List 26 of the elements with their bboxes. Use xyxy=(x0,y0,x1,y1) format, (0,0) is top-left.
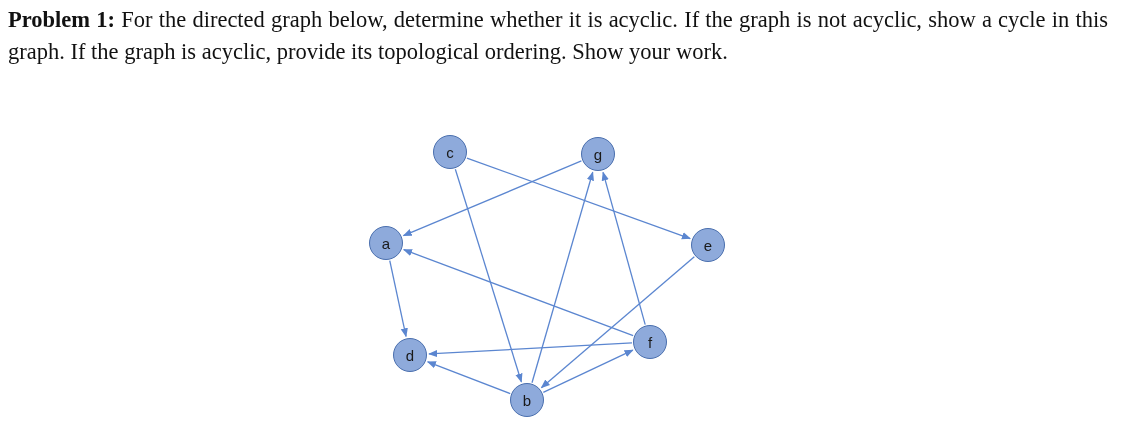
arrow xyxy=(389,259,408,338)
arrow xyxy=(402,160,583,237)
vertex-circle xyxy=(369,226,403,260)
arrow xyxy=(428,342,633,358)
vertex-label: f xyxy=(647,334,653,350)
vertex-label: g xyxy=(593,146,603,162)
arrow xyxy=(601,171,646,326)
arrow xyxy=(531,171,594,384)
arrow xyxy=(466,157,691,240)
vertex-label: b xyxy=(522,392,532,408)
vertex-label: c xyxy=(446,144,454,160)
arrow xyxy=(542,349,634,393)
arrow xyxy=(426,361,511,395)
vertex-circle xyxy=(691,228,725,262)
vertex-label: d xyxy=(405,347,415,363)
vertex-label: e xyxy=(703,237,713,253)
problem-statement: Problem 1: For the directed graph below, determine whether it is acyclic. If the graph is not acyclic, show a cycle in this graph. If the graph is acyclic, provide its topological ordering. Show your work. xyxy=(8,6,1108,66)
vertex-circle xyxy=(633,325,667,359)
vertex-circle xyxy=(510,383,544,417)
vertex-circle xyxy=(433,135,467,169)
vertex-label: a xyxy=(381,235,391,251)
arrow xyxy=(454,168,523,383)
vertex-circle xyxy=(581,137,615,171)
vertex-circle xyxy=(393,338,427,372)
arrow xyxy=(402,249,634,337)
arrow xyxy=(540,256,695,389)
